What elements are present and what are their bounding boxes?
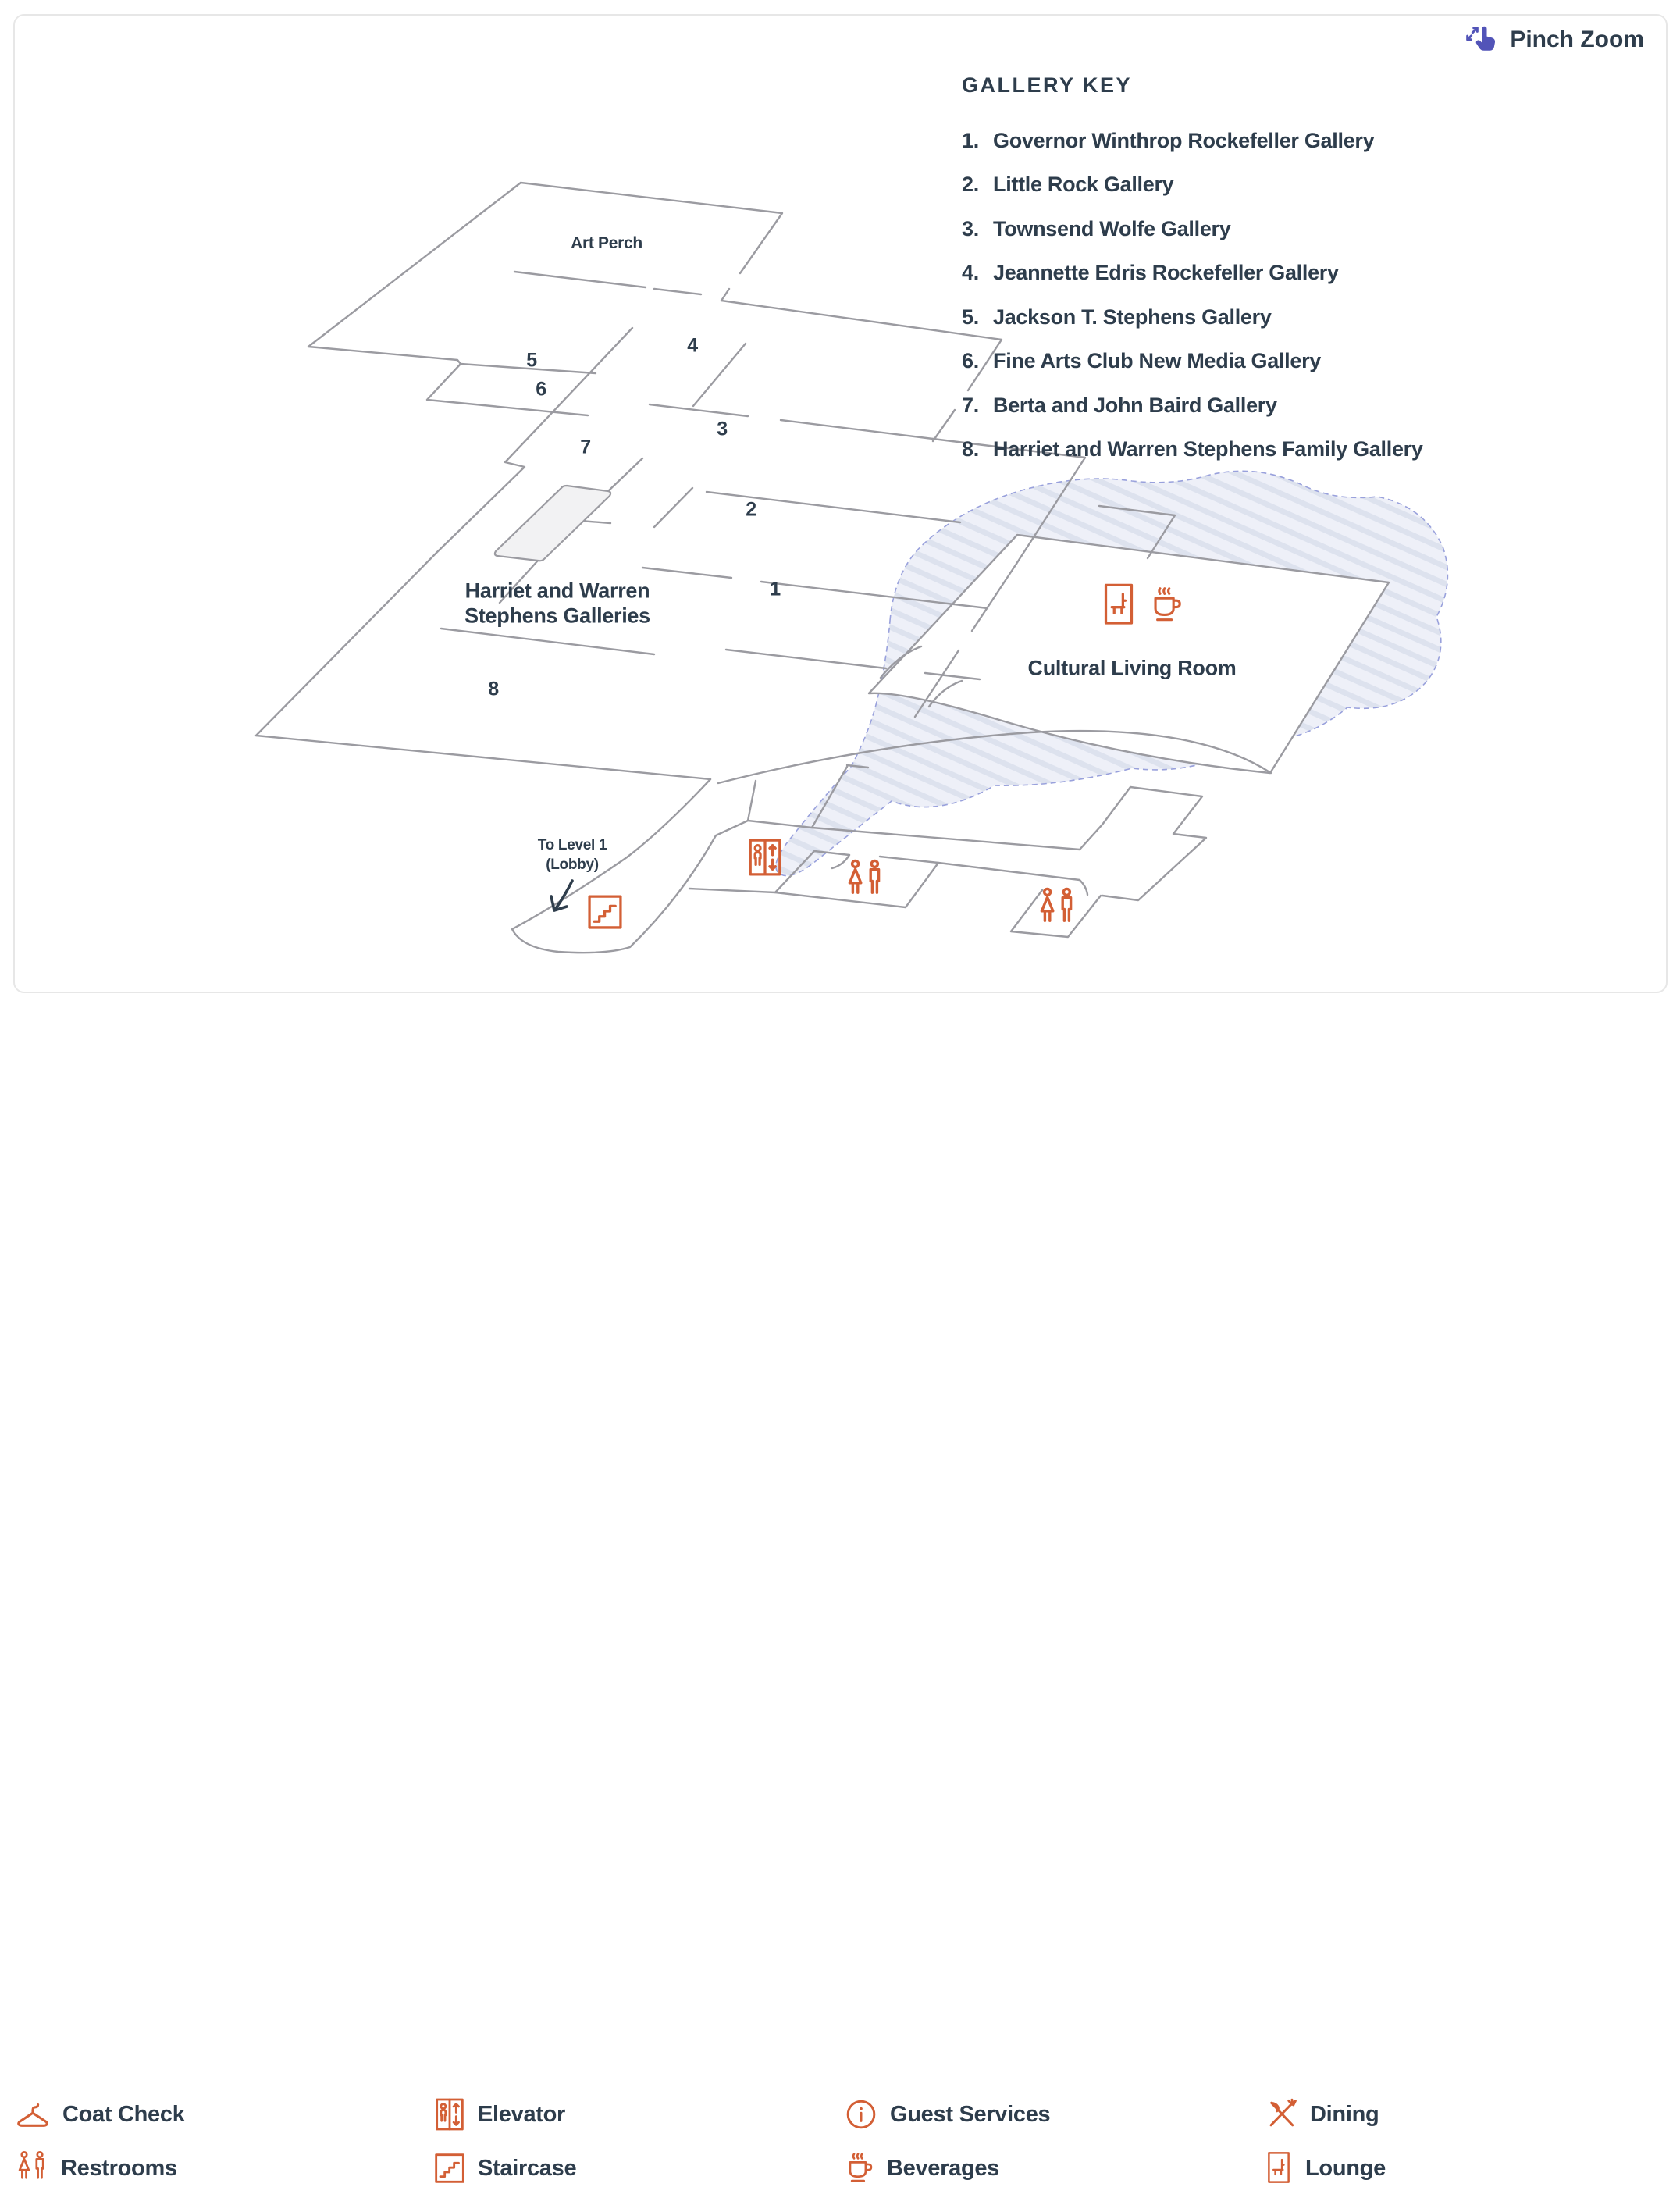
beverage-cup-icon — [845, 2152, 874, 2185]
restrooms-icon — [1037, 887, 1077, 931]
legend-item-restrooms: Restrooms — [16, 2150, 177, 2187]
gallery-key-item: 1. Governor Winthrop Rockefeller Gallery — [962, 119, 1423, 163]
legend-item-dining: Dining — [1265, 2096, 1379, 2133]
legend-label: Dining — [1310, 2101, 1379, 2127]
info-icon — [845, 2098, 877, 2131]
gallery-number-8: 8 — [488, 678, 499, 700]
key-item-number: 7. — [962, 393, 979, 417]
gallery-key-item: 3. Townsend Wolfe Gallery — [962, 207, 1423, 251]
pinch-zoom-icon — [1465, 23, 1500, 56]
legend-item-coat-check: Coat Check — [16, 2096, 185, 2133]
key-item-label: Jackson T. Stephens Gallery — [993, 305, 1272, 329]
map-legend: Coat Check Elevator Guest Services Dinin… — [0, 1038, 1680, 1149]
restrooms-icon — [16, 2150, 48, 2186]
staircase-icon — [587, 894, 623, 930]
stephens-galleries-label-line1: Harriet and Warren — [464, 579, 650, 603]
beverage-cup-icon — [1149, 584, 1183, 626]
to-level-1-label-line2: (Lobby) — [546, 857, 599, 873]
legend-label: Coat Check — [62, 2101, 185, 2127]
key-item-label: Fine Arts Club New Media Gallery — [993, 349, 1322, 373]
gallery-number-4: 4 — [687, 334, 698, 357]
pinch-zoom-hint: Pinch Zoom — [1465, 23, 1644, 56]
gallery-key-item: 8. Harriet and Warren Stephens Family Gal… — [962, 428, 1423, 472]
key-item-label: Governor Winthrop Rockefeller Gallery — [993, 128, 1375, 152]
elevator-icon — [747, 838, 783, 877]
key-item-number: 3. — [962, 216, 979, 240]
cultural-living-room-label: Cultural Living Room — [1027, 656, 1237, 680]
key-item-number: 5. — [962, 305, 979, 329]
staircase-icon — [434, 2153, 465, 2184]
legend-label: Beverages — [887, 2155, 1000, 2181]
gallery-key-item: 5. Jackson T. Stephens Gallery — [962, 295, 1423, 340]
gallery-key-item: 2. Little Rock Gallery — [962, 163, 1423, 208]
key-item-number: 6. — [962, 349, 979, 373]
gallery-key-item: 4. Jeannette Edris Rockefeller Gallery — [962, 251, 1423, 296]
gallery-key-title: GALLERY KEY — [962, 73, 1132, 98]
gallery-number-3: 3 — [717, 418, 728, 440]
legend-label: Lounge — [1305, 2155, 1386, 2181]
lounge-chair-icon — [1265, 2151, 1293, 2185]
stephens-galleries-label-line2: Stephens Galleries — [464, 604, 650, 628]
elevator-icon — [434, 2097, 465, 2132]
art-perch-label: Art Perch — [571, 234, 642, 252]
gallery-key-item: 7. Berta and John Baird Gallery — [962, 383, 1423, 428]
key-item-label: Harriet and Warren Stephens Family Galle… — [993, 437, 1423, 461]
legend-label: Elevator — [478, 2101, 566, 2127]
restrooms-icon — [845, 859, 885, 903]
legend-label: Restrooms — [61, 2155, 177, 2181]
legend-item-guest-services: Guest Services — [845, 2096, 1051, 2133]
gallery-key-heading: GALLERY KEY — [962, 73, 1133, 97]
key-item-number: 1. — [962, 128, 979, 152]
gallery-key-item: 6. Fine Arts Club New Media Gallery — [962, 340, 1423, 384]
gallery-number-7: 7 — [580, 436, 591, 458]
gallery-number-6: 6 — [536, 378, 546, 401]
key-item-label: Berta and John Baird Gallery — [993, 393, 1277, 417]
lounge-chair-icon — [1101, 582, 1137, 628]
dining-icon — [1265, 2098, 1297, 2131]
key-item-label: Townsend Wolfe Gallery — [993, 216, 1231, 240]
legend-label: Guest Services — [890, 2101, 1051, 2127]
gallery-key-list: 1.Governor Winthrop Rockefeller Gallery … — [962, 119, 1423, 472]
gallery-number-5: 5 — [526, 349, 537, 372]
legend-label: Staircase — [478, 2155, 577, 2181]
legend-item-beverages: Beverages — [845, 2150, 999, 2187]
key-item-label: Jeannette Edris Rockefeller Gallery — [993, 261, 1339, 285]
gallery-number-1: 1 — [770, 578, 781, 600]
key-item-number: 2. — [962, 173, 979, 197]
coat-hanger-icon — [16, 2100, 50, 2129]
legend-item-lounge: Lounge — [1265, 2150, 1386, 2187]
legend-item-elevator: Elevator — [434, 2096, 565, 2133]
key-item-number: 8. — [962, 437, 979, 461]
to-level-1-label-line1: To Level 1 — [537, 837, 607, 853]
gallery-number-2: 2 — [746, 498, 756, 521]
pinch-zoom-label: Pinch Zoom — [1510, 27, 1644, 52]
key-item-number: 4. — [962, 261, 979, 285]
key-item-label: Little Rock Gallery — [993, 173, 1174, 197]
legend-item-staircase: Staircase — [434, 2150, 577, 2187]
